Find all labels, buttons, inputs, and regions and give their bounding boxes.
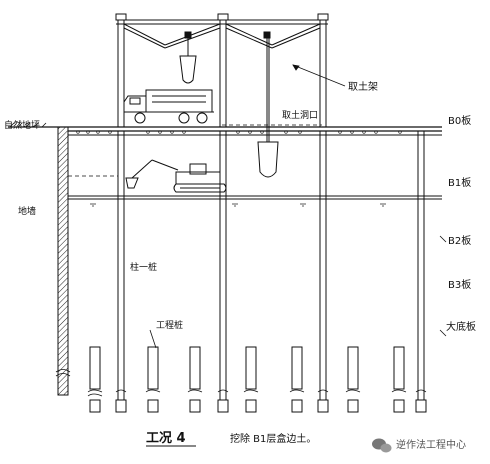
label-b2-slab: B2板 xyxy=(448,234,471,247)
column-piles xyxy=(117,131,425,400)
column-pile-bottoms xyxy=(115,399,427,413)
label-soil-frame: 取土架 xyxy=(348,80,378,93)
label-base-slab: 大底板 xyxy=(446,320,476,333)
label-engineering-pile: 工程桩 xyxy=(156,319,183,331)
b0-slab-rebar-marks xyxy=(76,130,402,134)
b1-slab xyxy=(68,195,442,200)
label-b3-slab: B3板 xyxy=(448,278,471,291)
ground-hatch-marks xyxy=(9,122,47,128)
label-b1-slab: B1板 xyxy=(448,176,471,189)
grab-bucket-lowered xyxy=(257,31,279,178)
b1-slab-soil-marks xyxy=(90,203,386,207)
wechat-icon xyxy=(372,438,392,453)
watermark: 逆作法工程中心 xyxy=(372,438,466,453)
label-soil-opening: 取土洞口 xyxy=(282,109,318,121)
label-column-pile: 柱一桩 xyxy=(130,261,157,273)
excavator xyxy=(125,159,227,193)
label-natural-ground: 自然地坪 xyxy=(4,119,40,131)
grab-bucket-upper xyxy=(179,31,197,84)
watermark-text: 逆作法工程中心 xyxy=(396,438,466,451)
engineering-piles xyxy=(89,346,405,413)
leader-lines xyxy=(149,64,346,349)
pile-break-marks xyxy=(87,389,427,397)
diaphragm-wall xyxy=(57,126,69,396)
label-diaphragm-wall: 地墙 xyxy=(18,205,36,217)
caption-stage: 工况 4 xyxy=(146,431,186,446)
dump-truck xyxy=(123,89,214,124)
level-ticks xyxy=(439,235,447,337)
wall-break-mark xyxy=(55,369,71,377)
caption-description: 挖除 B1层盒边土。 xyxy=(230,432,316,445)
label-b0-slab: B0板 xyxy=(448,114,471,127)
ground-surface xyxy=(8,126,442,132)
